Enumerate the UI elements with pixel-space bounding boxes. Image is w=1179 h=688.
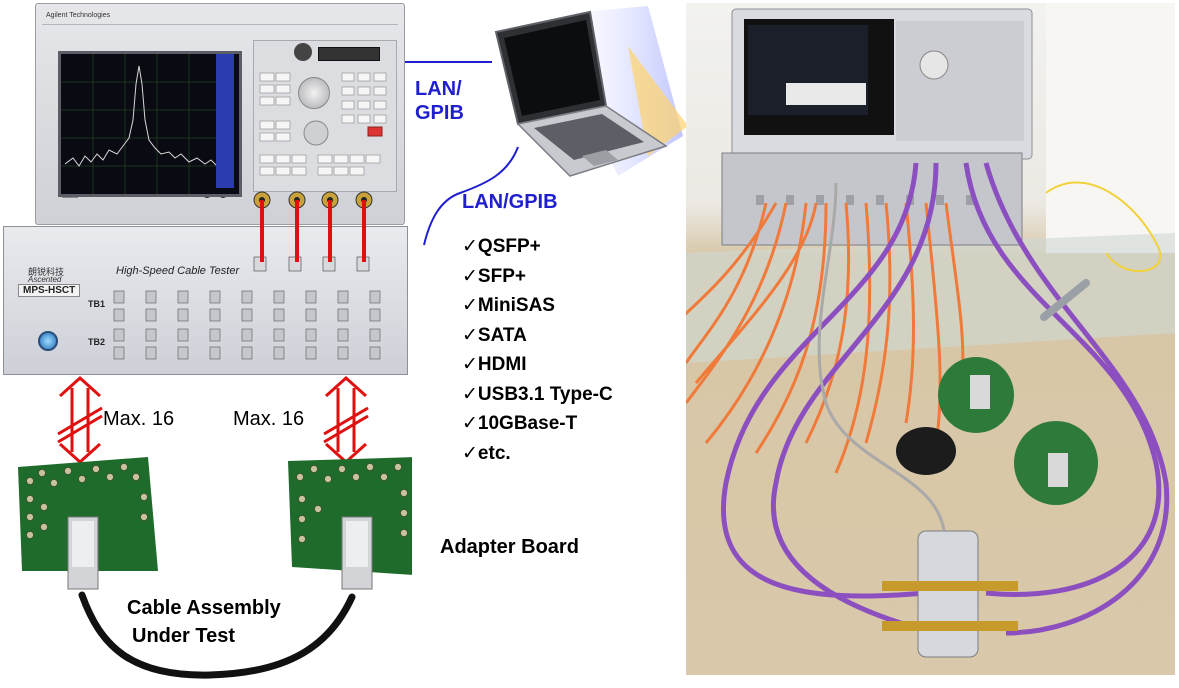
switch-brand-cn: 朗锐科技 [28,267,65,277]
key-grid [259,72,387,176]
vna-softkey-menu [216,54,234,188]
adapter-board-label: Adapter Board [440,536,579,558]
vna-screen [58,51,242,197]
standard-name: etc. [477,442,511,464]
adapter-boards [18,457,412,590]
standard-item: ✓etc. [462,439,613,469]
standard-item: ✓SATA [462,321,613,351]
vna-trim [42,24,398,25]
standard-item: ✓HDMI [462,350,613,380]
laptop-icon [494,6,688,177]
lan-gpib-connections [405,61,519,246]
photo-illustration [686,3,1175,658]
check-mark-icon: ✓ [462,236,478,257]
check-mark-icon: ✓ [462,324,478,346]
standard-item: ✓MiniSAS [462,291,613,321]
standard-item: ✓SFP+ [462,262,613,292]
standard-name: QSFP+ [477,236,541,257]
check-mark-icon: ✓ [462,265,478,287]
vna-keypad [253,40,397,192]
cable-label-line2: Under Test [132,625,235,647]
cable-under-test [78,591,356,679]
red-rf-links [260,200,366,262]
standard-name: HDMI [477,354,527,375]
power-button-icon [38,331,58,351]
cable-label-line1: Cable Assembly [127,597,281,619]
check-mark-icon: ✓ [462,413,478,434]
max-channels-right: Max. 16 [233,408,305,430]
rotary-knob [298,77,330,109]
standard-name: MiniSAS [477,295,555,316]
lan-gpib-top-line2: GPIB [415,102,464,124]
supported-standards-list: ✓QSFP+✓SFP+✓MiniSAS✓SATA✓HDMI✓USB3.1 Typ… [462,232,613,468]
lab-setup-photo [686,3,1175,675]
bus-arrows [57,375,369,465]
switch-model: MPS-HSCT [18,284,81,297]
vna-brand: Agilent Technologies [46,12,111,19]
check-mark-icon: ✓ [462,295,478,316]
lan-gpib-top-line1: LAN/ [415,78,462,100]
standard-name: SFP+ [477,265,526,287]
standard-name: SATA [477,324,527,346]
check-mark-icon: ✓ [462,442,478,464]
standard-name: USB3.1 Type-C [477,383,613,405]
lan-gpib-label-bottom: LAN/GPIB [462,191,558,213]
standard-item: ✓10GBase-T [462,409,613,439]
switch-brand: Ascented [28,275,62,284]
drive-slot [318,47,380,61]
standard-item: ✓QSFP+ [462,232,613,262]
tb2-label: TB2 [88,337,106,347]
standard-name: 10GBase-T [477,413,578,434]
lan-gpib-label-top: LAN/ GPIB [415,77,464,125]
vna-trace [61,54,221,194]
check-mark-icon: ✓ [462,383,478,405]
standard-item: ✓USB3.1 Type-C [462,380,613,410]
tb1-label: TB1 [88,299,106,309]
disk-drive [294,43,312,61]
cable-tester-switch-box: 朗锐科技 Ascented High-Speed Cable Tester MP… [3,226,408,375]
max-channels-left: Max. 16 [103,408,175,430]
check-mark-icon: ✓ [462,354,478,375]
switch-title: High-Speed Cable Tester [116,265,240,277]
switch-port-grid [113,256,381,360]
